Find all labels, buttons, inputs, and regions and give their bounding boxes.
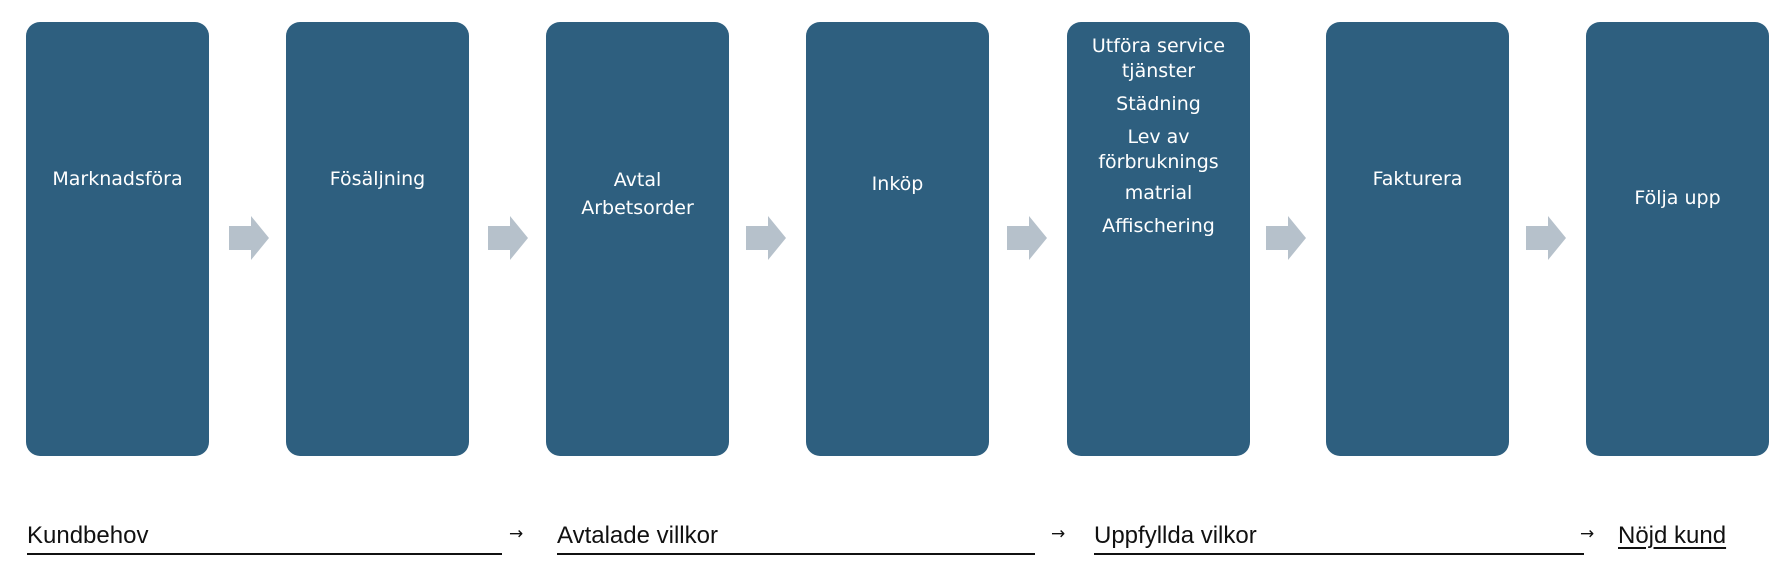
step-label: Inköp xyxy=(871,173,924,195)
stage-underline xyxy=(1094,553,1584,555)
process-step-folja-upp: Följa upp xyxy=(1586,22,1769,456)
stage-arrow-icon: → xyxy=(509,524,524,544)
stage-timeline: Kundbehov → Avtalade villkor → Uppfyllda… xyxy=(0,522,1792,556)
step-label: tjänster xyxy=(1121,60,1196,83)
process-step-fosaljning: Fösäljning xyxy=(286,22,469,456)
flow-arrow-icon xyxy=(746,216,786,260)
stage-label-uppfyllda-vilkor: Uppfyllda vilkor xyxy=(1094,522,1257,549)
process-step-avtal: Avtal Arbetsorder xyxy=(546,22,729,456)
step-label: förbruknings xyxy=(1098,151,1219,174)
step-label: Följa upp xyxy=(1634,187,1721,209)
step-label: Fösäljning xyxy=(329,168,426,190)
stage-arrow-icon: → xyxy=(1051,524,1066,544)
step-label: Affischering xyxy=(1102,215,1215,238)
step-label: Städning xyxy=(1116,93,1201,116)
step-label: Arbetsorder xyxy=(581,196,694,219)
process-step-marknadsfora: Marknadsföra xyxy=(26,22,209,456)
stage-label-kundbehov: Kundbehov xyxy=(27,522,149,549)
stage-arrow-icon: → xyxy=(1580,524,1595,544)
flow-arrow-icon xyxy=(488,216,528,260)
flow-arrow-icon xyxy=(1007,216,1047,260)
step-label: Marknadsföra xyxy=(52,168,183,190)
step-label: Avtal xyxy=(613,169,662,191)
process-step-inkop: Inköp xyxy=(806,22,989,456)
stage-label-nojd-kund: Nöjd kund xyxy=(1618,522,1727,549)
process-step-fakturera: Fakturera xyxy=(1326,22,1509,456)
flow-arrow-icon xyxy=(1266,216,1306,260)
step-label: Fakturera xyxy=(1372,168,1463,190)
flow-arrow-icon xyxy=(1526,216,1566,260)
step-label: Lev av xyxy=(1127,126,1190,149)
flow-arrow-icon xyxy=(229,216,269,260)
step-label: Utföra service xyxy=(1091,35,1226,57)
step-label: matrial xyxy=(1124,182,1193,205)
stage-underline xyxy=(557,553,1035,555)
stage-label-avtalade-villkor: Avtalade villkor xyxy=(557,522,718,549)
stage-underline xyxy=(27,553,502,555)
process-step-utfora-service: Utföra service tjänster Städning Lev av … xyxy=(1067,22,1250,456)
